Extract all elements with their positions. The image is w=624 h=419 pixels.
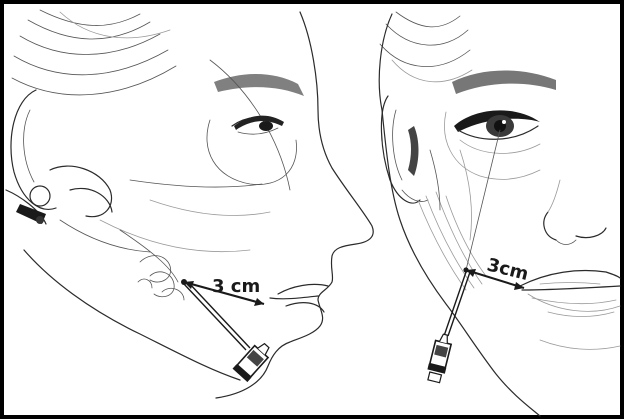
left-measure-label: 3 cm [212, 276, 260, 297]
